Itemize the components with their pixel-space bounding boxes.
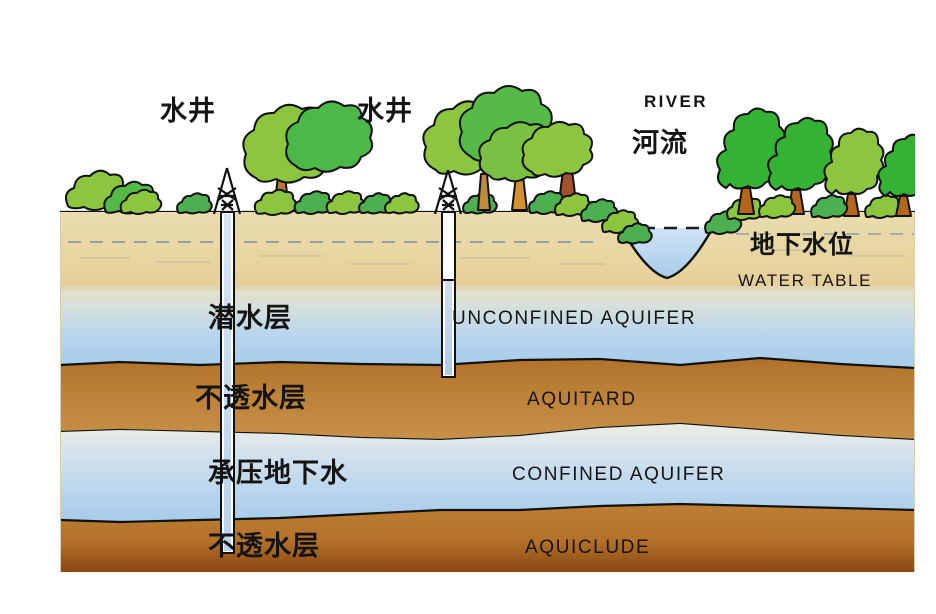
vegetation-group: [65, 85, 915, 245]
aquiclude-layer: [60, 504, 915, 572]
aquitard-layer: [60, 358, 915, 440]
shrub-mid-2: [384, 192, 420, 215]
shrub-near-well-left: [176, 192, 213, 215]
label-well-left: 水井: [160, 96, 216, 126]
tree-crown-h: [877, 133, 915, 198]
label-river-cn: 河流: [632, 128, 688, 158]
aquitard-top-outline: [60, 356, 915, 370]
deep-well-water-column: [224, 214, 231, 551]
aquiclude-top-outline: [60, 502, 915, 524]
shrub-river-5: [617, 222, 653, 245]
label-aquitard-en: AQUITARD: [527, 389, 637, 410]
label-aquitard-cn: 不透水层: [195, 383, 307, 413]
shrub-left-3: [119, 188, 163, 215]
tree-trunk-b: [477, 173, 491, 211]
shrub-a-base1: [253, 188, 298, 216]
label-confined-cn: 承压地下水: [208, 458, 348, 488]
label-well-right: 水井: [357, 96, 413, 126]
shrub-a-base2: [293, 190, 334, 215]
label-unconfined-en: UNCONFINED AQUIFER: [452, 308, 697, 329]
tree-trunk-e: [737, 187, 755, 215]
tree-crown-a2: [285, 100, 374, 173]
sand-texture-streaks: [80, 249, 905, 265]
shallow-well-group[interactable]: [433, 169, 463, 378]
cross-section-graphic: [60, 85, 915, 572]
shrub-right-2: [810, 194, 849, 219]
deep-well-group[interactable]: [212, 167, 242, 554]
label-river-en: RIVER: [644, 92, 708, 111]
tree-crown-d: [521, 121, 594, 178]
tree-crown-f: [767, 117, 834, 192]
label-confined-en: CONFINED AQUIFER: [512, 464, 726, 485]
shallow-well-water-column: [445, 280, 452, 375]
shrub-right-1: [758, 194, 797, 219]
shallow-well-derrick-icon: [433, 169, 463, 215]
label-unconfined-cn: 潜水层: [208, 303, 292, 333]
groundwater-cross-section: 水井 水井 RIVER 河流 地下水位 WATER TABLE 潜水层 UNCO…: [60, 28, 915, 572]
unconfined-aquifer-water: [60, 290, 915, 368]
label-water-table-en: WATER TABLE: [738, 271, 873, 290]
confined-aquifer-layer: [60, 424, 915, 522]
label-water-table-cn: 地下水位: [750, 231, 855, 259]
label-aquiclude-en: AQUICLUDE: [525, 537, 651, 558]
vadose-sand-overlay: [60, 212, 915, 290]
tree-crown-g: [823, 127, 885, 196]
deep-well-derrick-icon: [212, 167, 242, 215]
label-aquiclude-cn: 不透水层: [208, 531, 320, 561]
shrub-a-base3: [325, 190, 366, 215]
capillary-fringe: [60, 286, 915, 302]
